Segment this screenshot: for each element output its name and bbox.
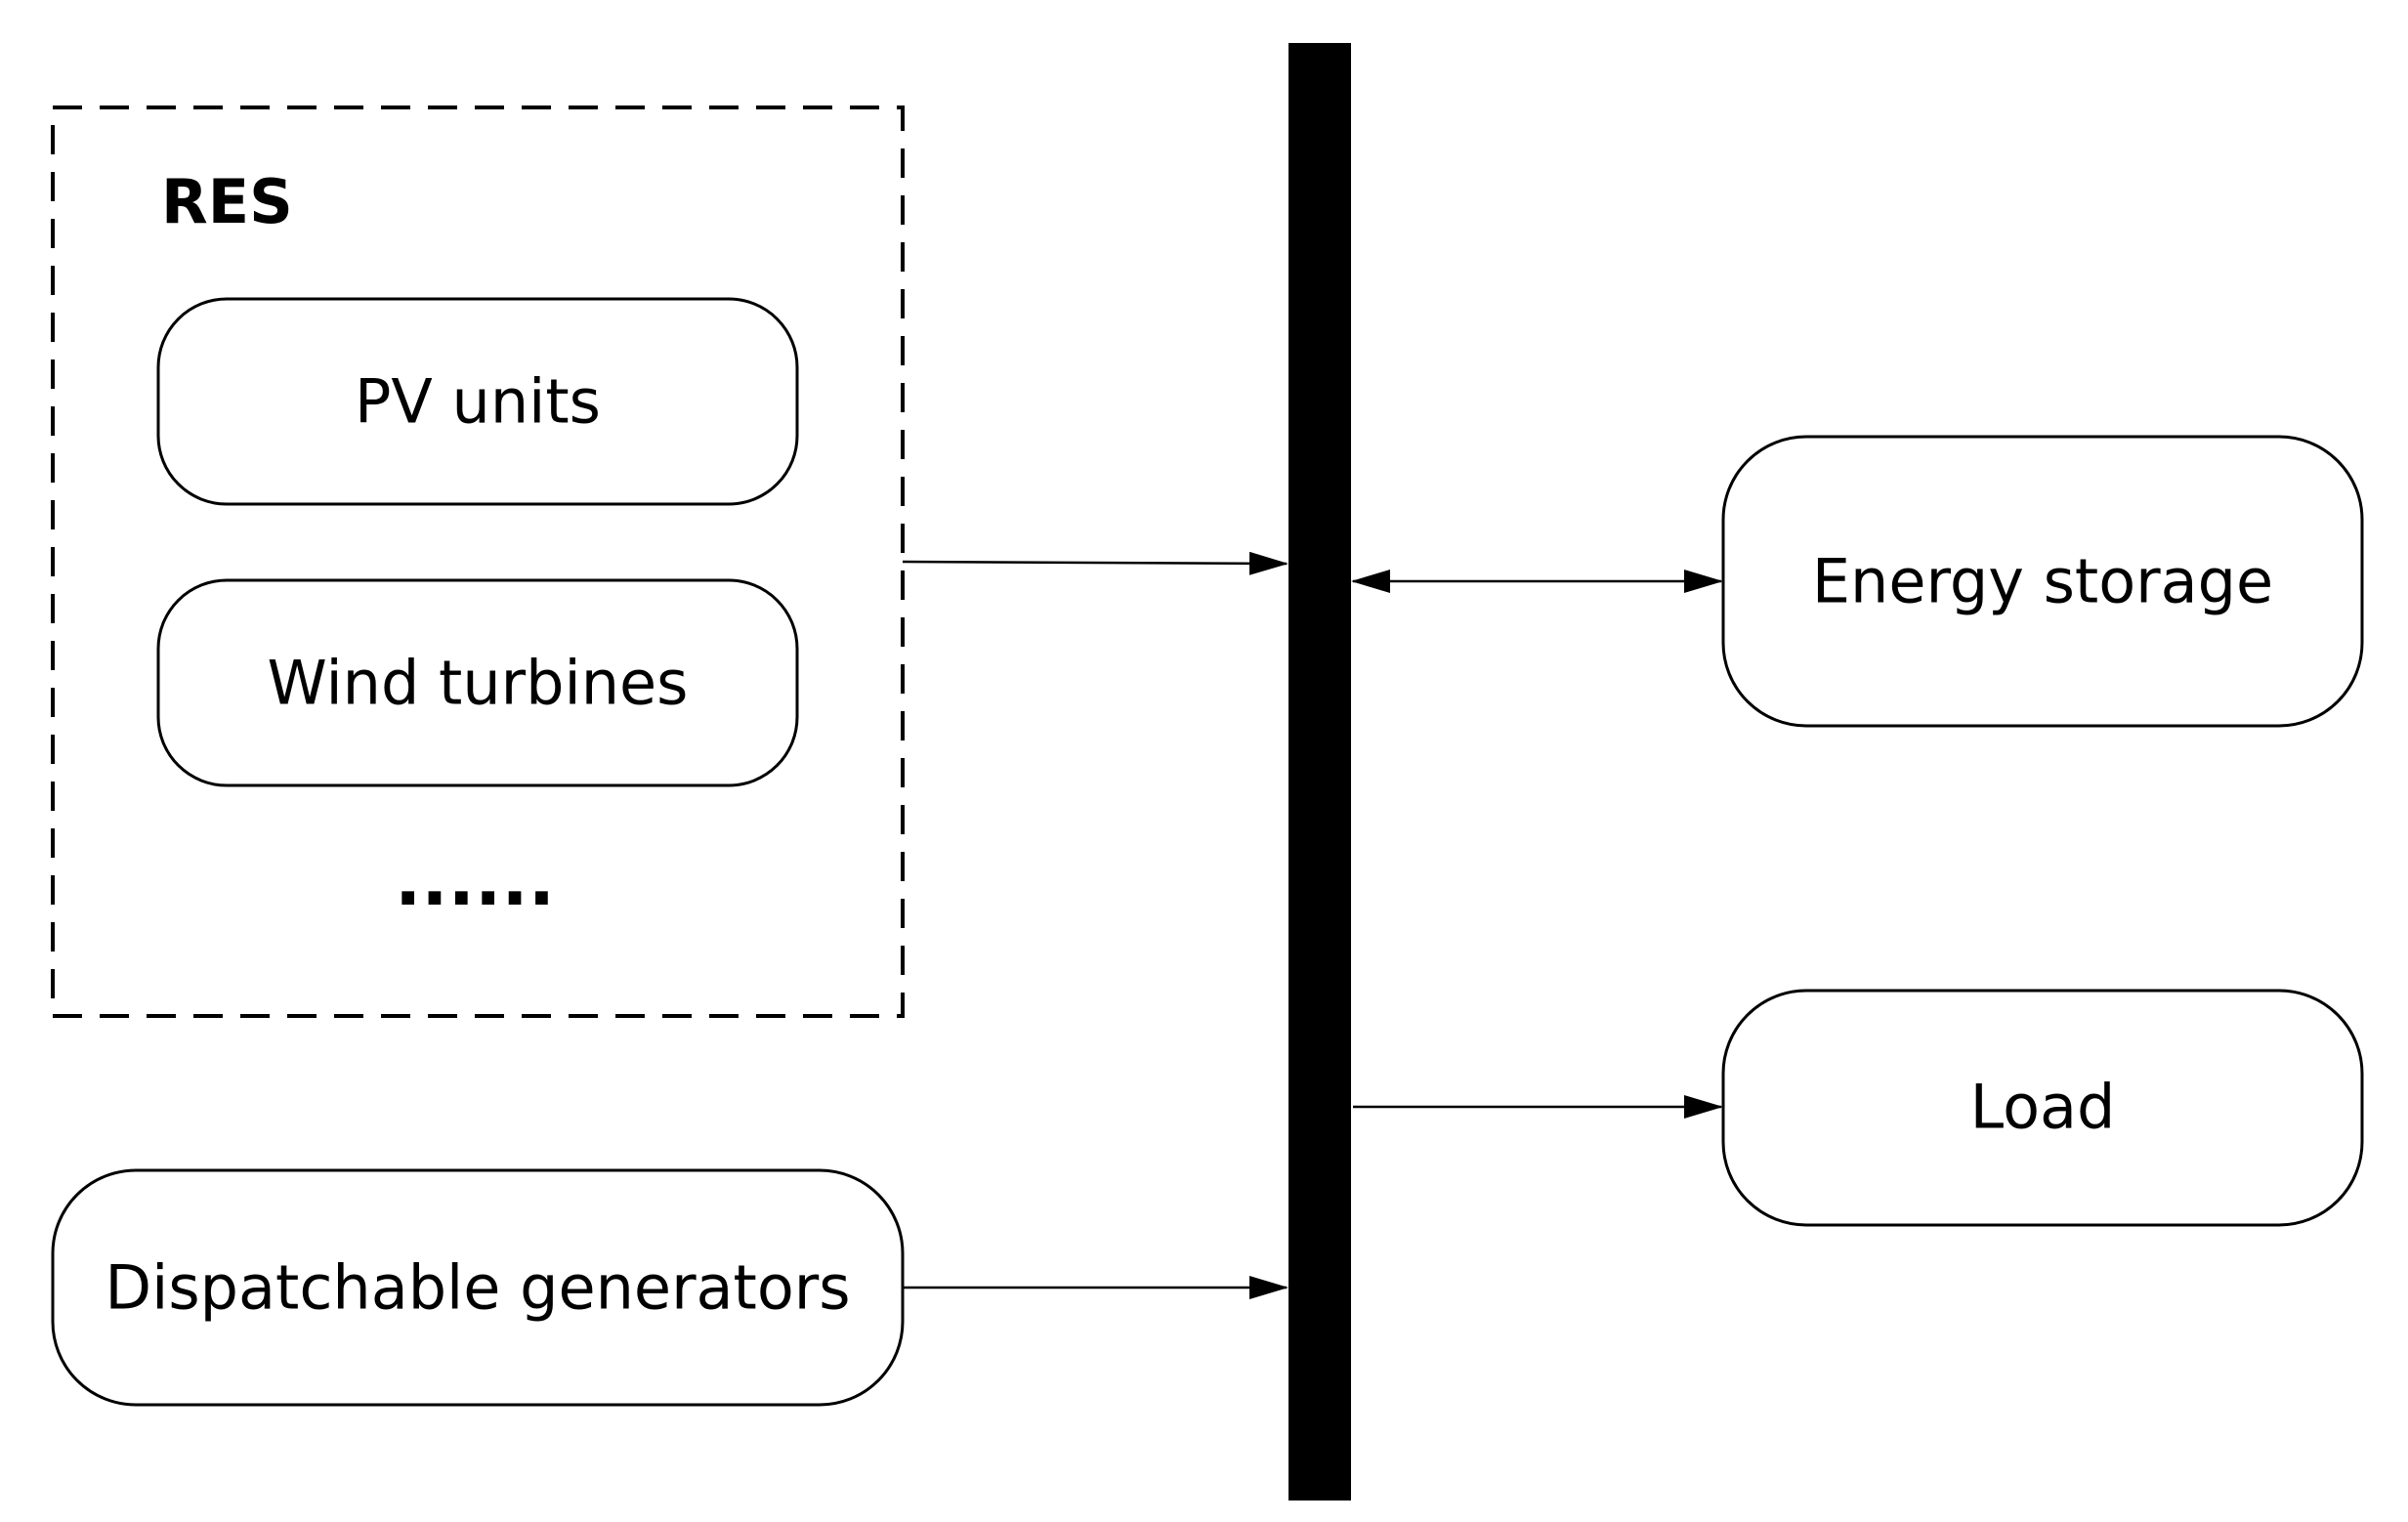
wind-turbines-node: Wind turbines [156,578,799,787]
energy-storage-label: Energy storage [1812,546,2273,617]
load-label: Load [1970,1072,2116,1143]
wind-turbines-box [156,578,799,787]
load-box [1721,989,2364,1227]
res-group: RES PV units Wind turbines ...... [51,106,905,1018]
bus-bar [1288,43,1351,1501]
wind-turbines-label: Wind turbines [268,648,689,719]
pv-units-label: PV units [355,366,601,438]
res-to-bus-arrow [902,551,1288,575]
res-group-border [51,106,905,1018]
load-node: Load [1721,989,2364,1227]
pv-units-node: PV units [156,297,799,506]
dispatchable-generators-node: Dispatchable generators [51,1168,905,1407]
res-group-label: RES [161,166,293,237]
energy-storage-node: Energy storage [1721,435,2364,728]
pv-units-box [156,297,799,506]
energy-storage-box [1721,435,2364,728]
dispatchable-generators-label: Dispatchable generators [105,1252,850,1324]
res-more-items-ellipsis: ...... [395,839,555,921]
